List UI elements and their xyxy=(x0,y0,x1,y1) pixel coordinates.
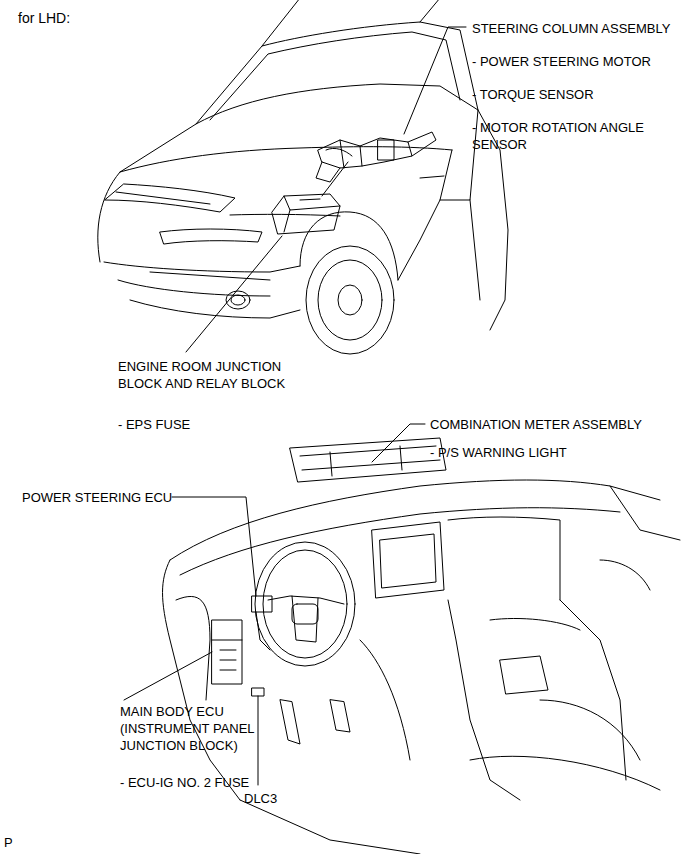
car-interior xyxy=(163,438,681,854)
sub-part-name: - MOTOR ROTATION ANGLE SENSOR xyxy=(472,119,664,153)
leader-lines xyxy=(124,27,466,785)
title: for LHD: xyxy=(18,10,70,27)
figure-code: P xyxy=(4,834,13,851)
sub-part-name: - POWER STEERING MOTOR xyxy=(472,53,651,70)
part-name: MAIN BODY ECU (INSTRUMENT PANEL JUNCTION… xyxy=(120,703,282,754)
part-name: ENGINE ROOM JUNCTION BLOCK AND RELAY BLO… xyxy=(118,358,300,392)
junction-block-symbol xyxy=(272,162,348,234)
sub-part-name: - EPS FUSE xyxy=(118,416,190,433)
part-name: STEERING COLUMN ASSEMBLY xyxy=(472,20,670,37)
sub-part-name: - P/S WARNING LIGHT xyxy=(430,444,567,461)
part-name: POWER STEERING ECU xyxy=(22,489,172,506)
sub-part-name: - ECU-IG NO. 2 FUSE xyxy=(120,774,249,791)
sub-part-name: - TORQUE SENSOR xyxy=(472,86,594,103)
part-name: DLC3 xyxy=(244,790,277,807)
car-exterior xyxy=(98,0,508,354)
part-name: COMBINATION METER ASSEMBLY xyxy=(430,416,642,433)
steering-column-symbol xyxy=(316,132,436,182)
